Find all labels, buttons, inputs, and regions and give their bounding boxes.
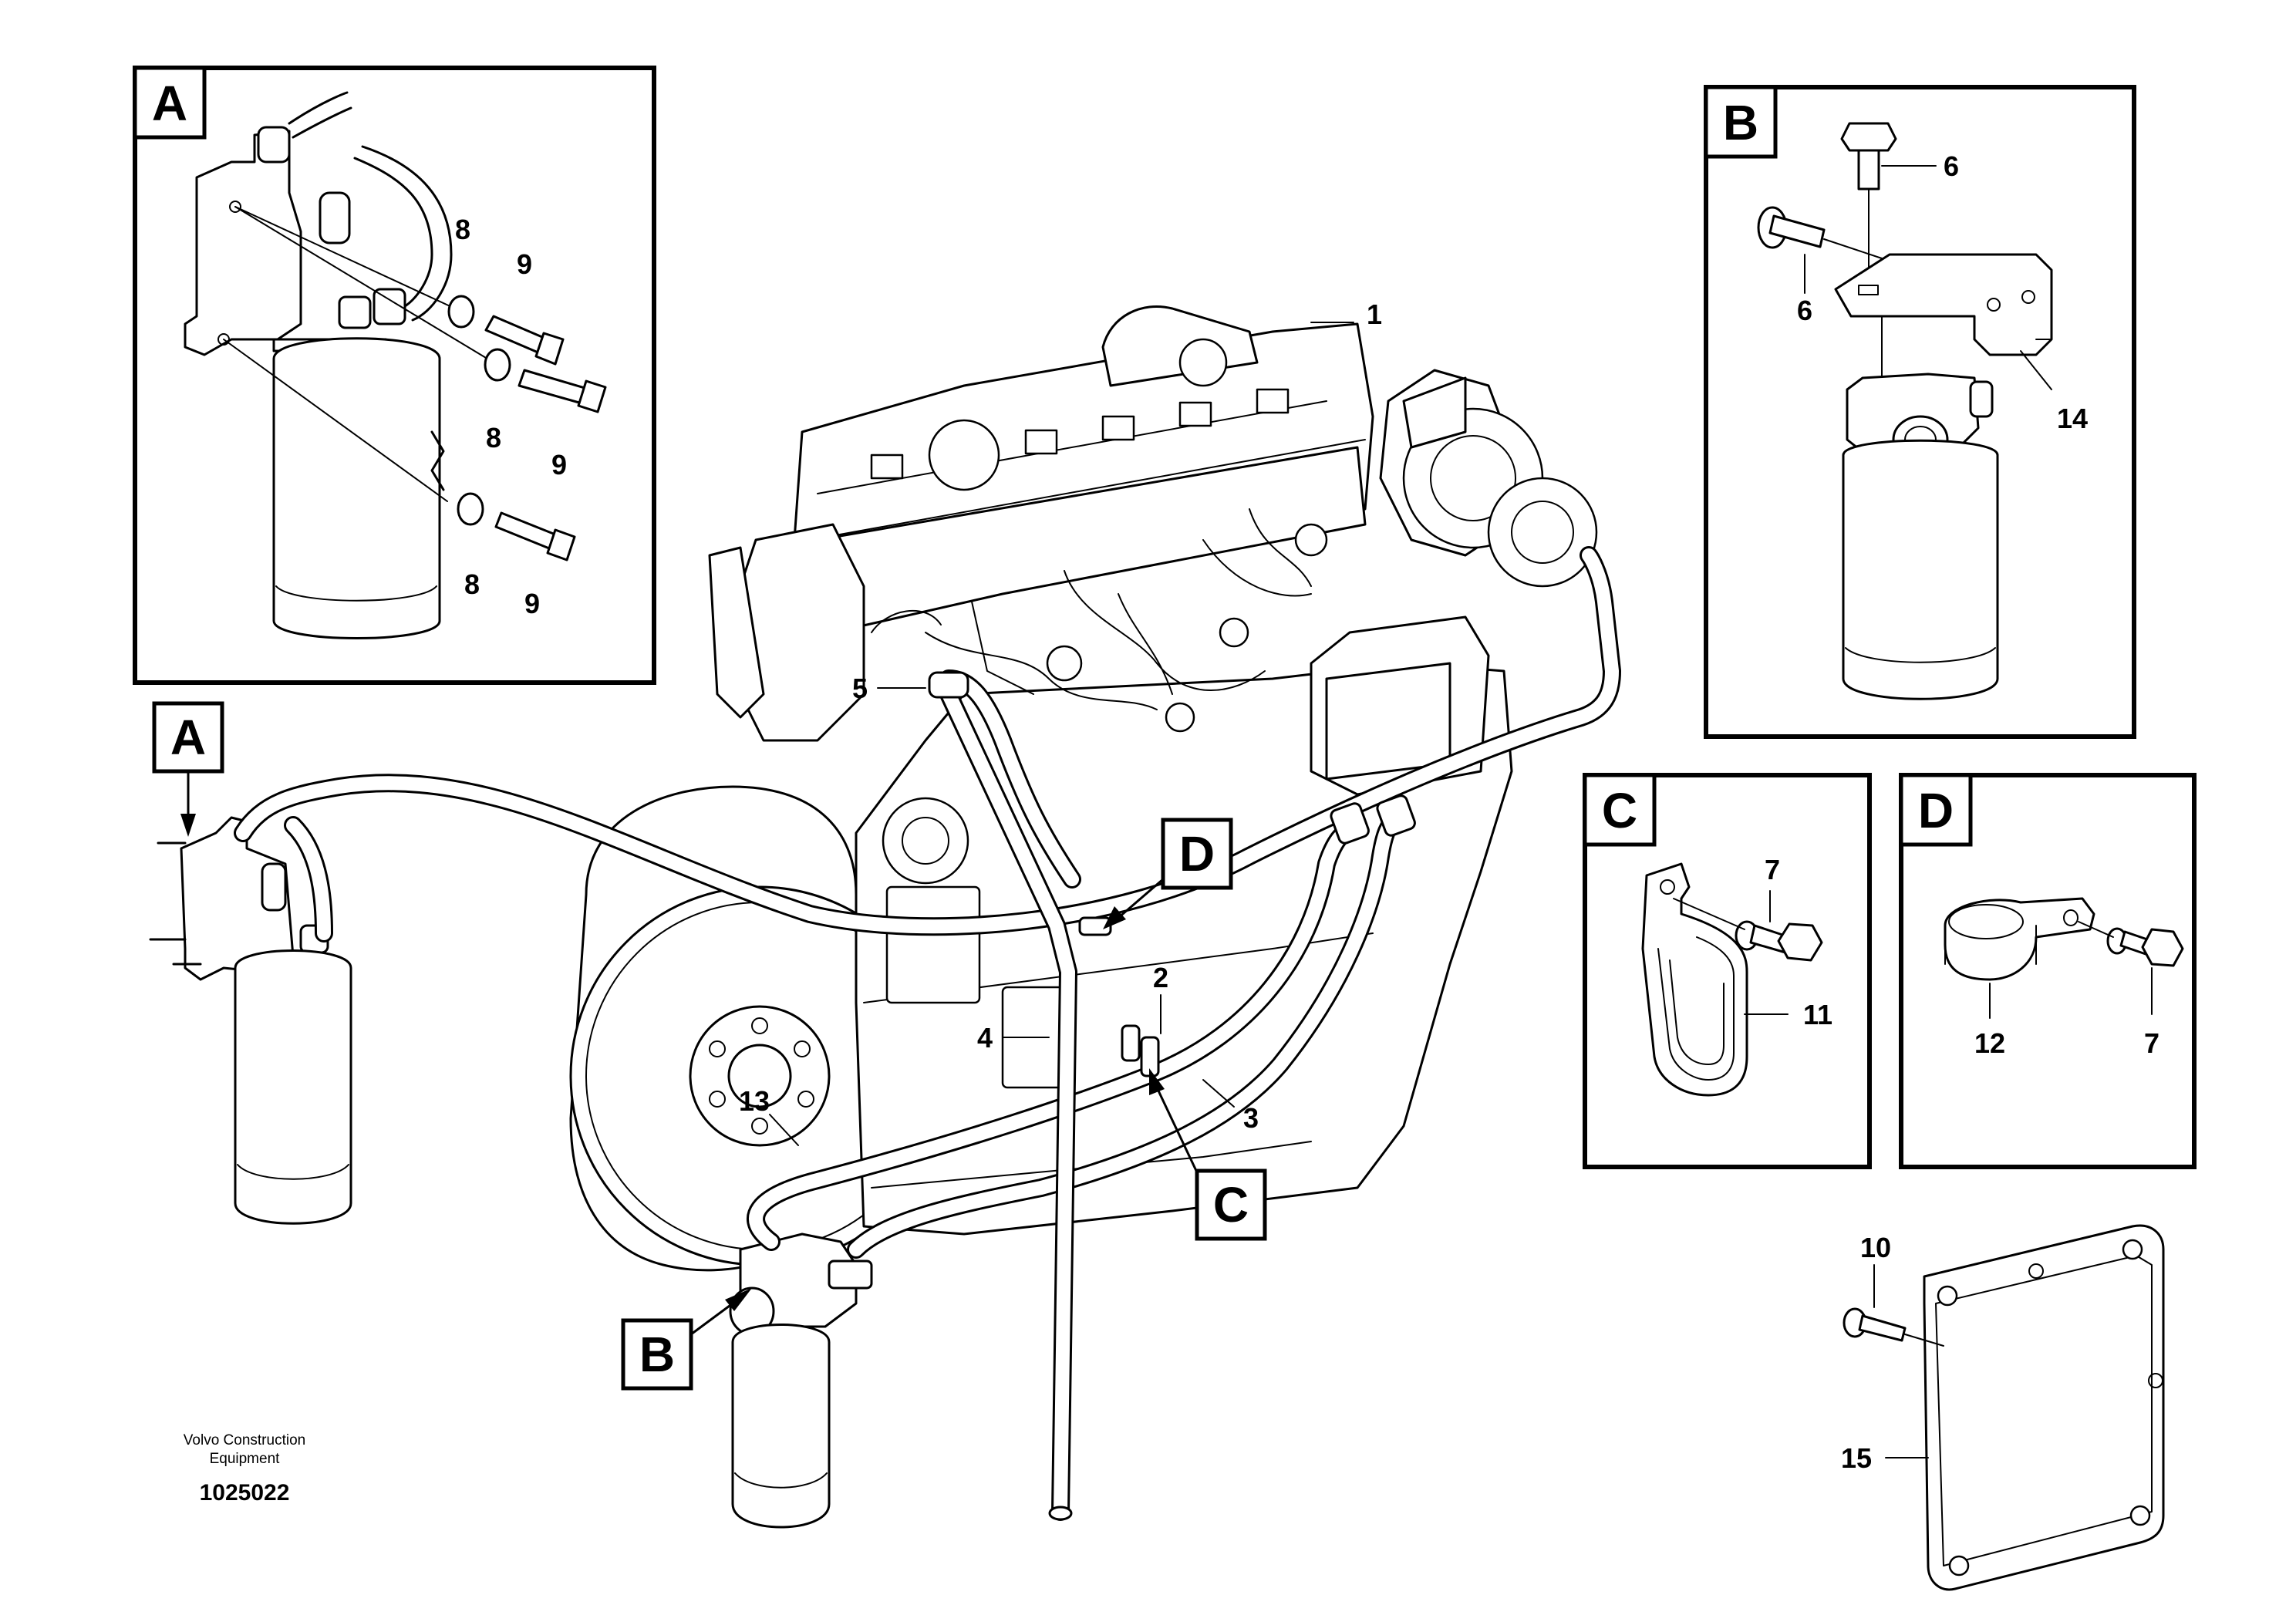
detail-view-a-letter: A xyxy=(152,76,187,131)
main-tag-c xyxy=(1195,1168,1267,1241)
callout-8-bottom: 8 xyxy=(464,568,480,600)
callout-13: 13 xyxy=(739,1085,770,1117)
flange-bolt-6-vertical-shank xyxy=(1857,149,1880,191)
detail-view-d: D 12 7 xyxy=(1899,773,2197,1169)
detail-view-b-tag xyxy=(1704,85,1778,159)
filter-mount-assembly-b xyxy=(1757,122,2053,700)
washer-8-middle xyxy=(484,348,511,382)
mounting-bracket xyxy=(184,130,302,356)
filter-bracket-assembly-a xyxy=(184,91,607,639)
document-number: 1025022 xyxy=(200,1480,290,1506)
detail-view-b-frame xyxy=(1704,85,2136,739)
detail-view-c-tag xyxy=(1583,773,1657,847)
detail-view-c: C 7 11 xyxy=(1583,773,1872,1169)
oil-filter-cartridge-main-b xyxy=(731,1324,831,1529)
detail-view-c-letter: C xyxy=(1602,783,1637,838)
callout-11: 11 xyxy=(1803,999,1832,1030)
document-footer: Volvo Construction Equipment 1025022 xyxy=(184,1432,305,1506)
detail-view-d-frame xyxy=(1899,773,2197,1169)
callout-7-c: 7 xyxy=(1765,854,1780,885)
p-clamp-11 xyxy=(1641,862,1748,1097)
oil-filter-cartridge-main-a xyxy=(234,949,352,1225)
callout-14: 14 xyxy=(2057,403,2088,434)
main-tag-b-letter: B xyxy=(639,1327,675,1382)
callout-12: 12 xyxy=(1974,1027,2005,1059)
detail-view-b-letter: B xyxy=(1723,95,1758,150)
access-cover-assembly xyxy=(1843,1224,2165,1591)
callout-3: 3 xyxy=(1243,1102,1259,1134)
publisher-credit-line-1: Volvo Construction xyxy=(184,1432,305,1448)
access-cover-15 xyxy=(1923,1224,2165,1591)
breather-fitting-5 xyxy=(928,671,969,699)
oil-filter-b-main xyxy=(729,1233,873,1529)
main-tag-b xyxy=(621,1318,693,1391)
mounting-bracket-14 xyxy=(1834,253,2053,356)
bracket-fitting-side xyxy=(319,191,351,244)
p-clamp-assembly-c xyxy=(1641,862,1823,1097)
callout-5: 5 xyxy=(852,673,868,704)
callout-8-top: 8 xyxy=(455,214,470,245)
main-tag-c-letter: C xyxy=(1213,1177,1249,1233)
flange-bolt-7-d xyxy=(2141,928,2184,967)
callout-9-bottom: 9 xyxy=(524,588,540,619)
main-tag-d xyxy=(1161,818,1233,890)
detail-view-a-tag xyxy=(133,66,207,140)
main-tag-a-letter: A xyxy=(170,710,206,765)
detail-view-b: B xyxy=(1704,85,2136,739)
band-clamp-assembly-d xyxy=(1944,897,2184,1019)
callout-6-vertical: 6 xyxy=(1944,150,1959,182)
callout-9-top: 9 xyxy=(517,248,532,280)
bracket-fitting-top xyxy=(257,126,291,164)
band-clamp-main xyxy=(1078,916,1112,936)
turbocharger xyxy=(1487,477,1598,588)
main-view-callouts: 1 2 3 4 5 13 xyxy=(739,298,1382,1146)
flange-bolt-6-vertical xyxy=(1840,122,1897,152)
detail-view-a: A xyxy=(133,66,656,685)
p-clamp-main xyxy=(1121,1024,1141,1062)
callout-6-horizontal: 6 xyxy=(1797,295,1812,326)
engine-assembly-illustration xyxy=(149,305,1621,1529)
washer-8-bottom xyxy=(457,492,484,526)
band-clamp-12 xyxy=(1944,897,2095,981)
callout-8-middle: 8 xyxy=(486,422,501,454)
bracket-port-2 xyxy=(338,295,372,329)
callout-2: 2 xyxy=(1153,962,1168,993)
timing-cover xyxy=(739,523,865,742)
callout-7-d: 7 xyxy=(2144,1027,2159,1059)
detail-view-d-tag xyxy=(1899,773,1973,847)
callout-1: 1 xyxy=(1367,298,1382,330)
oil-filter-a-main xyxy=(149,816,352,1225)
callout-9-middle: 9 xyxy=(551,449,567,481)
detail-view-c-frame xyxy=(1583,773,1872,1169)
callout-4: 4 xyxy=(977,1022,993,1054)
main-view-tags: A B C D xyxy=(152,701,1267,1391)
bracket-port xyxy=(373,288,406,325)
callout-15: 15 xyxy=(1841,1442,1872,1474)
callout-10: 10 xyxy=(1860,1232,1891,1263)
publisher-credit-line-2: Equipment xyxy=(210,1451,281,1467)
oil-filter-cartridge-b xyxy=(1842,439,1999,700)
detail-view-a-frame xyxy=(133,66,656,685)
detail-view-d-letter: D xyxy=(1918,783,1954,838)
flange-bolt-7-c xyxy=(1777,922,1823,962)
oil-filter-cartridge-a xyxy=(272,337,441,639)
washer-8-top xyxy=(447,295,475,329)
main-tag-d-letter: D xyxy=(1179,826,1215,882)
